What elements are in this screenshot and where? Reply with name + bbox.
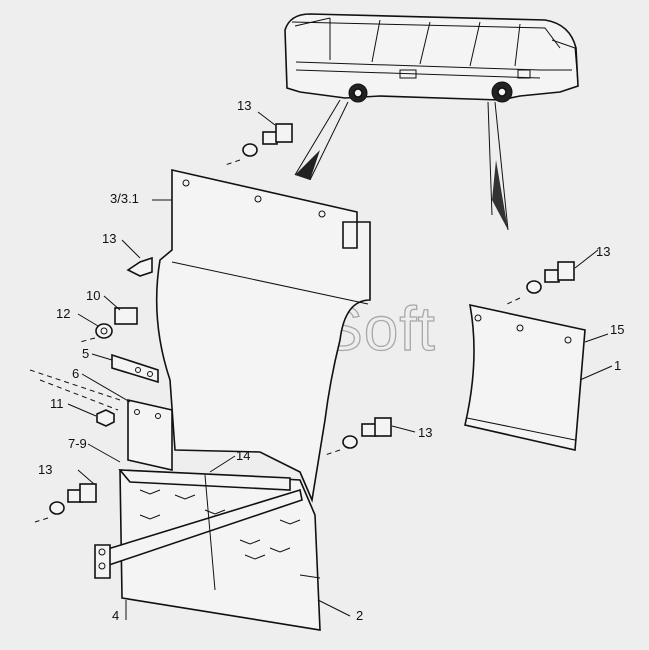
bolt-13-right-upper (526, 261, 575, 294)
callout-2: 2 (356, 608, 363, 623)
washer-12 (95, 323, 113, 339)
bracket-5 (111, 353, 159, 384)
panel-3-3-1 (155, 168, 371, 503)
callout-4: 4 (112, 608, 119, 623)
mudflap-1 (464, 303, 586, 451)
callout-15: 15 (610, 322, 624, 337)
callout-7-9: 7-9 (68, 436, 87, 451)
leader-lines (67, 111, 613, 620)
callout-5: 5 (82, 346, 89, 361)
callout-11: 11 (50, 396, 64, 411)
bolt-13-left-lower (49, 483, 97, 515)
callout-13-right-lower: 13 (418, 425, 432, 440)
callout-13-top: 13 (237, 98, 251, 113)
callout-6: 6 (72, 366, 79, 381)
bolt-13-right-lower (342, 417, 392, 449)
callout-13-right-upper: 13 (596, 244, 610, 259)
callout-13-left-lower: 13 (38, 462, 52, 477)
callout-10: 10 (86, 288, 100, 303)
bushing-10 (114, 307, 138, 325)
callout-3-3-1: 3/3.1 (110, 191, 139, 206)
callout-13-left-upper: 13 (102, 231, 116, 246)
bolt-13-left-upper (126, 256, 153, 277)
assembly-guides (29, 159, 521, 523)
callout-14: 14 (236, 448, 250, 463)
plate-6 (127, 398, 173, 472)
bus-illustration (284, 13, 579, 231)
callout-12: 12 (56, 306, 70, 321)
bolt-13-top (242, 123, 293, 157)
nut-11 (96, 409, 115, 427)
callout-1: 1 (614, 358, 621, 373)
frame-14 (94, 469, 321, 631)
